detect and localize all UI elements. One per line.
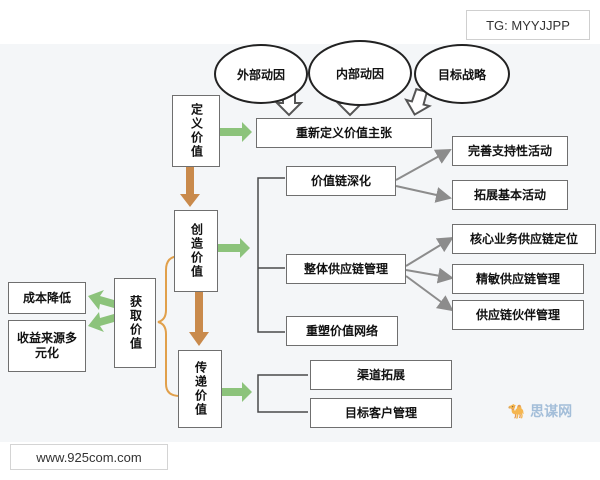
driver-strategy-label: 目标战略 (437, 67, 486, 82)
driver-internal: 内部动因 (308, 40, 412, 106)
stage-capture: 获取价值 (114, 278, 156, 368)
site-url-text: www.925com.com (36, 449, 142, 465)
green-arrow-deliver (220, 382, 252, 402)
orange-arrow-define-create (180, 167, 200, 207)
integrate-item-core-label: 核心业务供应链定位 (469, 231, 578, 246)
create-deepen-label: 价值链深化 (310, 173, 371, 188)
integrate-item-partner-label: 供应链伙伴管理 (475, 307, 560, 322)
stage-capture-label: 获取价值 (128, 295, 143, 351)
stage-define: 定义价值 (172, 95, 220, 167)
deepen-fan (395, 149, 452, 203)
driver-internal-label: 内部动因 (335, 66, 384, 81)
define-target: 重新定义价值主张 (256, 118, 432, 148)
create-reshape-label: 重塑价值网络 (305, 323, 378, 338)
tg-watermark-text: TG: MYYJJPP (486, 17, 570, 33)
integrate-item-core: 核心业务供应链定位 (452, 224, 596, 254)
create-reshape: 重塑价值网络 (286, 316, 398, 346)
green-arrow-revenue (88, 312, 114, 332)
deepen-item-support-label: 完善支持性活动 (467, 143, 552, 158)
orange-arrow-create-deliver (189, 292, 209, 346)
stage-brace (157, 255, 181, 397)
tg-watermark: TG: MYYJJPP (466, 10, 590, 40)
driver-external-label: 外部动因 (236, 67, 285, 82)
deliver-item-channel: 渠道拓展 (310, 360, 452, 390)
deepen-item-support: 完善支持性活动 (452, 136, 568, 166)
deliver-bracket (257, 374, 308, 413)
green-arrow-create (218, 238, 250, 258)
deliver-item-channel-label: 渠道拓展 (356, 367, 405, 382)
capture-item-revenue-label: 收益来源多元化 (17, 331, 78, 360)
integrate-item-partner: 供应链伙伴管理 (452, 300, 584, 330)
logo-watermark-text: 🐪 思谋网 (507, 404, 573, 420)
create-bracket (257, 177, 285, 333)
stage-deliver: 传递价值 (178, 350, 222, 428)
deepen-item-basic: 拓展基本活动 (452, 180, 568, 210)
capture-item-cost: 成本降低 (8, 282, 86, 314)
create-integrate: 整体供应链管理 (286, 254, 406, 284)
create-deepen: 价值链深化 (286, 166, 396, 196)
driver-strategy: 目标战略 (414, 44, 510, 104)
stage-define-label: 定义价值 (189, 103, 204, 159)
stage-deliver-label: 传递价值 (193, 361, 208, 417)
logo-watermark: 🐪 思谋网 (490, 398, 590, 424)
deliver-item-customer: 目标客户管理 (310, 398, 452, 428)
create-integrate-label: 整体供应链管理 (303, 261, 388, 276)
driver-external: 外部动因 (214, 44, 308, 104)
integrate-item-agile: 精敏供应链管理 (452, 264, 584, 294)
deepen-item-basic-label: 拓展基本活动 (473, 187, 546, 202)
green-arrow-define (220, 122, 252, 142)
define-target-label: 重新定义价值主张 (295, 125, 392, 140)
site-url-badge[interactable]: www.925com.com (10, 444, 168, 470)
capture-item-revenue: 收益来源多元化 (8, 320, 86, 372)
deliver-item-customer-label: 目标客户管理 (344, 405, 417, 420)
capture-item-cost-label: 成本降低 (22, 290, 71, 305)
stage-create-label: 创造价值 (189, 223, 204, 279)
stage-create: 创造价值 (174, 210, 218, 292)
integrate-fan (405, 236, 454, 312)
green-arrow-cost (88, 290, 114, 310)
integrate-item-agile-label: 精敏供应链管理 (475, 271, 560, 286)
